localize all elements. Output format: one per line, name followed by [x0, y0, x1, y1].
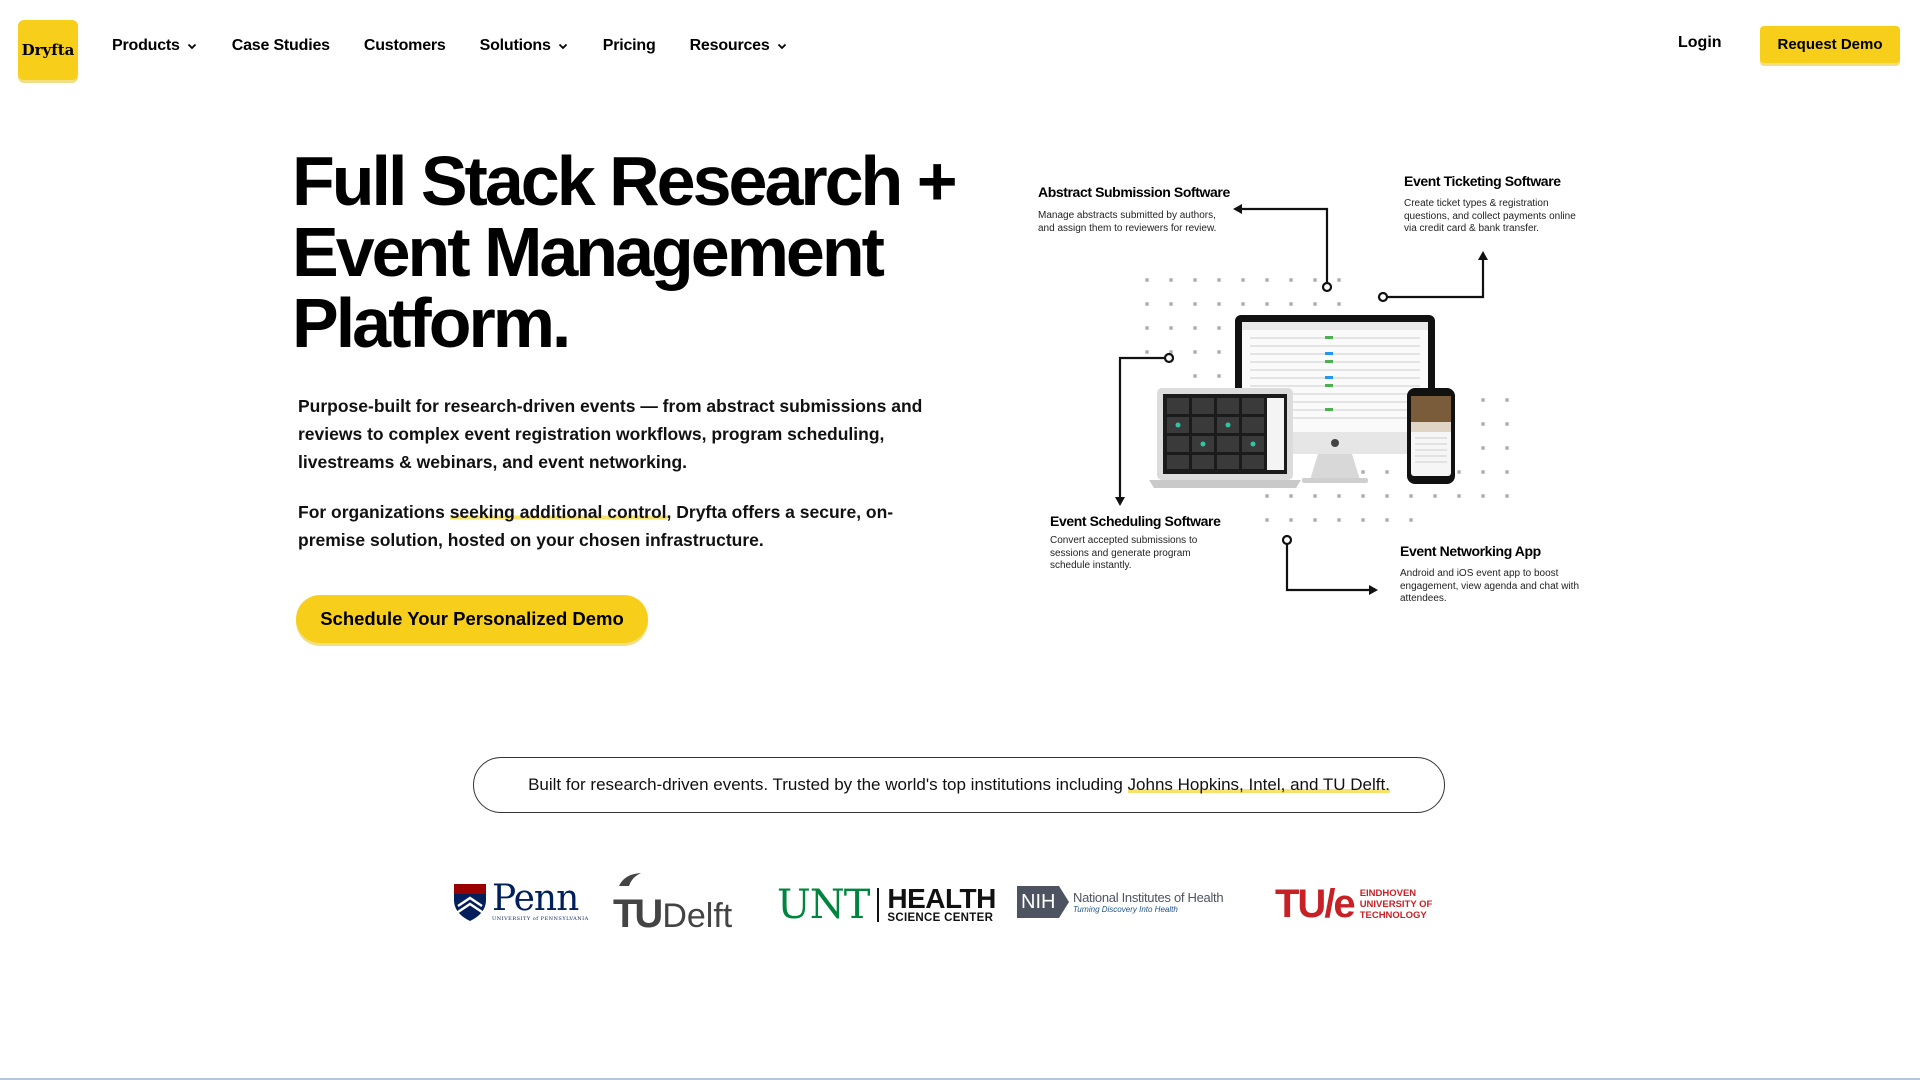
- diagram-illustration: [1115, 204, 1509, 595]
- tue-line2: UNIVERSITY OF: [1359, 899, 1433, 910]
- hero-title-line: Platform.: [292, 284, 571, 362]
- feature-desc-abstract: Manage abstracts submitted by authors, a…: [1038, 210, 1217, 234]
- onpremise-text-post: , Dryfta offers a secure, on-premise sol…: [298, 502, 894, 550]
- trust-banner: Built for research-driven events. Truste…: [473, 757, 1445, 813]
- connector-lines: [1118, 207, 1485, 592]
- nih-tagline: Turning Discovery Into Health: [1073, 905, 1178, 914]
- onpremise-text-pre: For organizations: [298, 502, 450, 522]
- feature-title-ticketing: Event Ticketing Software: [1404, 173, 1561, 189]
- connector-nodes: [1163, 281, 1389, 546]
- login-link[interactable]: Login: [1678, 34, 1722, 51]
- nav-products[interactable]: Products: [112, 37, 198, 55]
- dryfta-logo[interactable]: Dryfta: [18, 20, 78, 80]
- penn-wordmark: Penn: [492, 878, 579, 919]
- chevron-down-icon: [186, 40, 198, 52]
- unt-health-word: HEALTH: [887, 883, 996, 914]
- unt-wordmark: UNT: [777, 882, 870, 928]
- page-bottom-divider: [0, 1078, 1920, 1080]
- tue-line3: TECHNOLOGY: [1359, 910, 1427, 921]
- nav-label: Solutions: [479, 37, 551, 54]
- feature-desc-scheduling: Convert accepted submissions to sessions…: [1050, 535, 1198, 571]
- nih-badge-text: NIH: [1021, 891, 1056, 913]
- unt-health-logo: UNT HEALTH SCIENCE CENTER: [777, 882, 996, 928]
- nav-label: Pricing: [602, 37, 656, 54]
- nav-label: Products: [112, 37, 180, 54]
- feature-desc-ticketing: Create ticket types & registration quest…: [1404, 198, 1576, 234]
- nav-customers[interactable]: Customers: [364, 37, 446, 55]
- request-demo-button[interactable]: Request Demo: [1760, 26, 1900, 63]
- hero-title-line: Full Stack Research +: [292, 142, 958, 220]
- laptop-mockup: [1149, 388, 1301, 488]
- flame-icon: [619, 873, 641, 886]
- main-nav: Products Case Studies Customers Solution…: [112, 37, 822, 55]
- nih-name: National Institutes of Health: [1073, 890, 1224, 905]
- unt-science-center: SCIENCE CENTER: [887, 912, 994, 924]
- tue-line1: EINDHOVEN: [1359, 888, 1417, 899]
- tudelft-tu: TU: [613, 892, 663, 936]
- nav-case-studies[interactable]: Case Studies: [232, 37, 330, 55]
- nav-label: Case Studies: [231, 37, 330, 54]
- feature-desc-networking: Android and iOS event app to boost engag…: [1400, 568, 1580, 604]
- penn-shield-icon: [454, 884, 486, 921]
- phone-mockup: [1407, 388, 1455, 484]
- penn-subtitle: UNIVERSITY of PENNSYLVANIA: [492, 916, 589, 922]
- customer-logos: Penn UNIVERSITY of PENNSYLVANIA TU Delft…: [450, 870, 1470, 936]
- schedule-demo-button[interactable]: Schedule Your Personalized Demo: [296, 595, 648, 643]
- nav-pricing[interactable]: Pricing: [603, 37, 656, 55]
- hero-title-line: Event Management: [292, 213, 885, 291]
- penn-logo: Penn UNIVERSITY of PENNSYLVANIA: [452, 878, 589, 922]
- hero-title: Full Stack Research + Event Management P…: [292, 146, 1012, 359]
- trust-highlight: Johns Hopkins, Intel, and TU Delft.: [1127, 775, 1390, 795]
- logo-text: Dryfta: [21, 41, 75, 59]
- tudelft-logo: TU Delft: [613, 873, 733, 937]
- trust-text: Built for research-driven events. Truste…: [528, 775, 1128, 794]
- feature-title-scheduling: Event Scheduling Software: [1050, 513, 1221, 529]
- arrow-heads: [1115, 204, 1488, 595]
- tue-logo: TU/e EINDHOVEN UNIVERSITY OF TECHNOLOGY: [1275, 882, 1432, 927]
- hero-onpremise-text: For organizations seeking additional con…: [298, 498, 938, 554]
- feature-title-abstract: Abstract Submission Software: [1038, 184, 1230, 200]
- nih-badge: NIH: [1017, 886, 1069, 918]
- chevron-down-icon: [776, 40, 788, 52]
- chevron-down-icon: [557, 40, 569, 52]
- nav-solutions[interactable]: Solutions: [480, 37, 569, 55]
- onpremise-highlight: seeking additional control: [449, 502, 667, 522]
- hero-description: Purpose-built for research-driven events…: [298, 396, 923, 472]
- feature-title-networking: Event Networking App: [1400, 543, 1541, 559]
- nav-label: Resources: [689, 37, 770, 54]
- nav-resources[interactable]: Resources: [690, 37, 788, 55]
- product-diagram: Abstract Submission Software Manage abst…: [1020, 150, 1620, 620]
- nav-label: Customers: [363, 37, 446, 54]
- tudelft-delft: Delft: [662, 897, 733, 935]
- tue-mark: TU/e: [1275, 882, 1356, 926]
- nih-logo: NIH National Institutes of Health Turnin…: [1017, 886, 1224, 918]
